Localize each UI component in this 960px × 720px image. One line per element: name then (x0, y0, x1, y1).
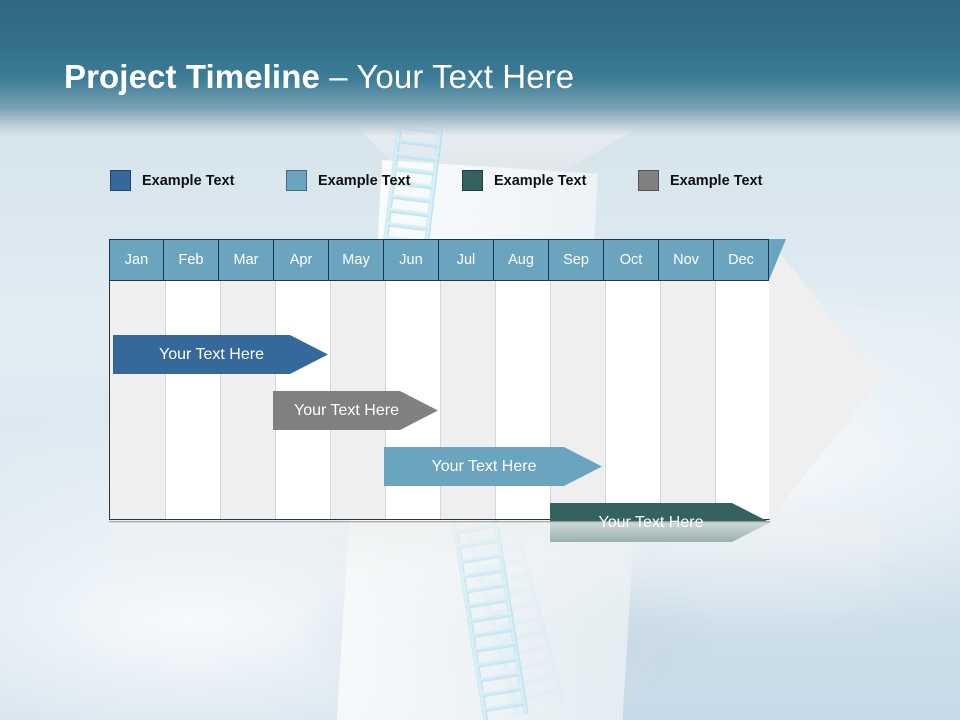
task-bar-shape (273, 391, 438, 430)
timeline-arrow-head (769, 239, 881, 520)
legend-item-1: Example Text (110, 170, 234, 191)
legend-swatch-icon (110, 170, 131, 191)
task-bar-label: Your Text Here (431, 457, 537, 475)
task-bar-4[interactable]: Your Text Here (550, 503, 770, 542)
grid-column-oct (605, 281, 660, 519)
grid-column-divider (605, 281, 606, 519)
month-header-oct[interactable]: Oct (604, 239, 659, 280)
title-band (0, 0, 960, 136)
legend-item-2: Example Text (286, 170, 410, 191)
grid-column-nov (660, 281, 715, 519)
task-bar-1[interactable]: Your Text Here (113, 335, 328, 374)
task-bar-2[interactable]: Your Text Here (273, 391, 438, 430)
legend-swatch-icon (638, 170, 659, 191)
month-header-nov[interactable]: Nov (659, 239, 714, 280)
legend-item-label: Example Text (142, 172, 235, 189)
task-bar-label: Your Text Here (294, 401, 399, 419)
page-title-strong: Project Timeline (64, 58, 320, 95)
grid-column-divider (550, 281, 551, 519)
grid-column-mar (220, 281, 275, 519)
task-bar-3[interactable]: Your Text Here (384, 447, 602, 486)
month-header-jan[interactable]: Jan (109, 239, 164, 280)
legend: Example Text Example Text Example Text Exam… (110, 170, 810, 194)
legend-item-label: Example Text (670, 172, 763, 189)
grid-column-dec (715, 281, 770, 519)
grid-column-divider (440, 281, 441, 519)
task-bar-shape (384, 447, 602, 486)
month-header-may[interactable]: May (329, 239, 384, 280)
grid-column-feb (165, 281, 220, 519)
page-title-light: – Your Text Here (329, 58, 575, 95)
legend-item-label: Example Text (494, 172, 587, 189)
legend-swatch-icon (286, 170, 307, 191)
task-bar-label: Your Text Here (159, 345, 264, 363)
page-title: Project Timeline – Your Text Here (64, 58, 574, 96)
month-header-sep[interactable]: Sep (549, 239, 604, 280)
grid-column-divider (220, 281, 221, 519)
month-header-feb[interactable]: Feb (164, 239, 219, 280)
timeline-arrow-head-fill (769, 239, 881, 520)
legend-item-4: Example Text (638, 170, 762, 191)
grid-column-jan (110, 281, 165, 519)
month-header-jun[interactable]: Jun (384, 239, 439, 280)
task-bar-shape (113, 335, 328, 374)
legend-item-3: Example Text (462, 170, 586, 191)
grid-column-divider (660, 281, 661, 519)
legend-swatch-icon (462, 170, 483, 191)
month-header-dec[interactable]: Dec (714, 239, 769, 280)
legend-item-label: Example Text (318, 172, 411, 189)
month-header-mar[interactable]: Mar (219, 239, 274, 280)
month-header-jul[interactable]: Jul (439, 239, 494, 280)
header-top-rule (109, 239, 770, 240)
grid-column-divider (165, 281, 166, 519)
grid-column-divider (715, 281, 716, 519)
timeline-grid-body (109, 280, 770, 520)
grid-column-divider (495, 281, 496, 519)
month-header-aug[interactable]: Aug (494, 239, 549, 280)
task-bar-label: Your Text Here (598, 513, 704, 531)
month-header-apr[interactable]: Apr (274, 239, 329, 280)
